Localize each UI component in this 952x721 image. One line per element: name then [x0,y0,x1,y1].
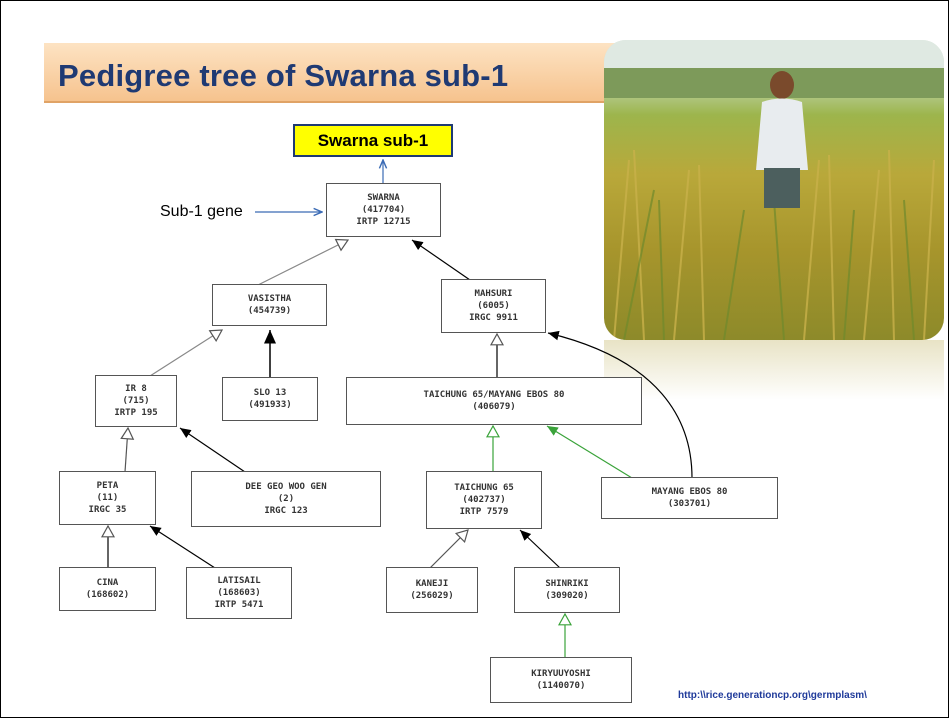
node-mayang-name: MAYANG EBOS 80 [651,487,728,497]
node-cina-id: (168602) [85,590,130,600]
sub1-gene-label: Sub-1 gene [160,203,243,220]
node-cina-name: CINA [96,578,119,588]
node-shinriki-id: (309020) [545,591,589,601]
node-kiryuyoshi: KIRYUUYOSHI (1140070) [490,657,632,703]
node-mahsuri: MAHSURI (6005) IRGC 9911 [441,279,546,333]
node-peta-code: IRGC 35 [88,505,127,515]
node-slo13: SLO 13 (491933) [222,377,318,421]
node-latisail: LATISAIL (168603) IRTP 5471 [186,567,292,619]
node-mahsuri-name: MAHSURI [474,289,513,299]
node-kiryuyoshi-id: (1140070) [536,681,586,691]
node-ir8-code: IRTP 195 [114,408,158,418]
node-mahsuri-code: IRGC 9911 [469,313,518,323]
edge-shinriki-taichung65 [519,529,561,569]
node-taichung65-name: TAICHUNG 65 [454,483,514,493]
node-ir8: IR 8 (715) IRTP 195 [95,375,177,427]
node-kaneji-name: KANEJI [415,579,449,589]
slide-title: Pedigree tree of Swarna sub-1 [58,58,509,93]
node-vasistha: VASISTHA (454739) [212,284,327,326]
edge-kaneji-taichung65 [429,529,469,569]
node-latisail-name: LATISAIL [217,576,261,586]
node-latisail-code: IRTP 5471 [214,600,264,610]
edge-mahsuri-swarna [411,239,471,281]
node-swarna-id: (417704) [361,205,406,215]
node-latisail-id: (168603) [217,588,261,598]
node-taichung65-id: (402737) [462,495,506,505]
edge-deegeo-ir8 [179,427,246,473]
node-deegeo-name: DEE GEO WOO GEN [245,482,327,492]
node-ir8-name: IR 8 [125,384,147,394]
rice-field-photo [604,40,944,340]
node-mayang: MAYANG EBOS 80 (303701) [601,477,778,519]
node-taichung-hybrid: TAICHUNG 65/MAYANG EBOS 80 (406079) [346,377,642,425]
rice-field-illustration [604,40,944,340]
node-mahsuri-id: (6005) [477,301,510,311]
node-deegeo-code: IRGC 123 [264,506,308,516]
edge-mayang-hybrid [546,425,633,479]
node-slo13-name: SLO 13 [253,388,287,398]
node-taichung-hybrid-name: TAICHUNG 65/MAYANG EBOS 80 [423,390,565,400]
node-shinriki-name: SHINRIKI [545,579,589,589]
node-deegeo-id: (2) [277,494,295,504]
node-peta: PETA (11) IRGC 35 [59,471,156,525]
node-taichung65-code: IRTP 7579 [459,507,509,517]
node-taichung65: TAICHUNG 65 (402737) IRTP 7579 [426,471,542,529]
node-deegeo: DEE GEO WOO GEN (2) IRGC 123 [191,471,381,527]
edge-mayang-mahsuri [547,330,693,479]
node-kiryuyoshi-name: KIRYUUYOSHI [531,669,591,679]
node-kaneji: KANEJI (256029) [386,567,478,613]
node-vasistha-name: VASISTHA [247,294,292,304]
node-kaneji-id: (256029) [410,591,454,601]
source-url[interactable]: http:\\rice.generationcp.org\germplasm\ [678,690,867,701]
edge-latisail-peta [149,525,216,569]
node-swarna-name: SWARNA [367,193,400,203]
node-peta-id: (11) [96,493,119,503]
node-mayang-id: (303701) [667,499,712,509]
node-taichung-hybrid-id: (406079) [472,402,516,412]
node-vasistha-id: (454739) [247,306,292,316]
edge-peta-ir8 [120,426,135,473]
node-cina: CINA (168602) [59,567,156,611]
swarna-sub1-label: Swarna sub-1 [293,124,453,157]
node-peta-name: PETA [96,481,119,491]
node-slo13-id: (491933) [248,400,292,410]
edge-vasistha-swarna [257,238,350,286]
node-shinriki: SHINRIKI (309020) [514,567,620,613]
node-swarna-code: IRTP 12715 [356,217,411,227]
photo-reflection [604,340,944,400]
edge-ir8-vasistha [149,329,224,377]
node-ir8-id: (715) [122,396,150,406]
node-swarna: SWARNA (417704) IRTP 12715 [326,183,441,237]
